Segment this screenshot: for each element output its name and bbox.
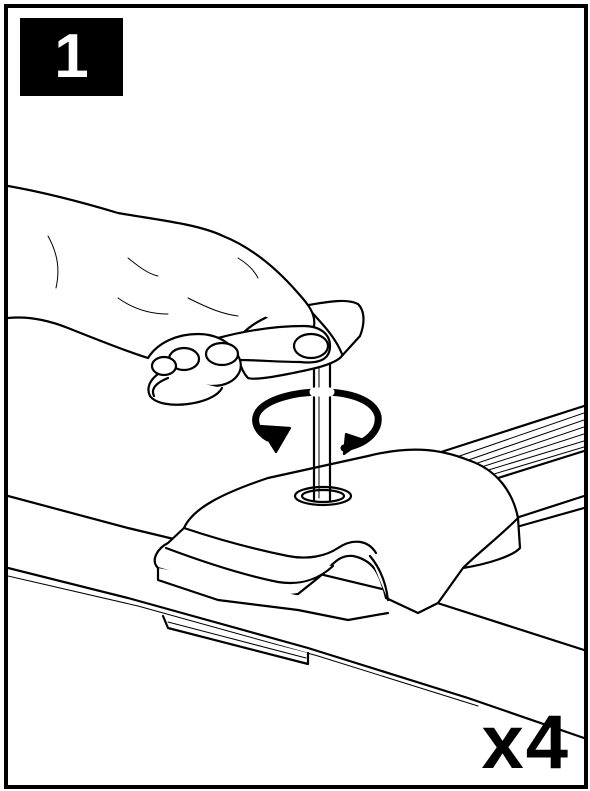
quantity-label: x4 xyxy=(481,705,570,781)
instruction-illustration xyxy=(8,8,584,785)
rotation-arrow-icon xyxy=(256,392,379,454)
step-number-badge: 1 xyxy=(20,18,123,96)
bolt-hole xyxy=(295,487,351,505)
rack-foot xyxy=(155,450,520,664)
instruction-panel: 1 x4 xyxy=(4,4,588,789)
